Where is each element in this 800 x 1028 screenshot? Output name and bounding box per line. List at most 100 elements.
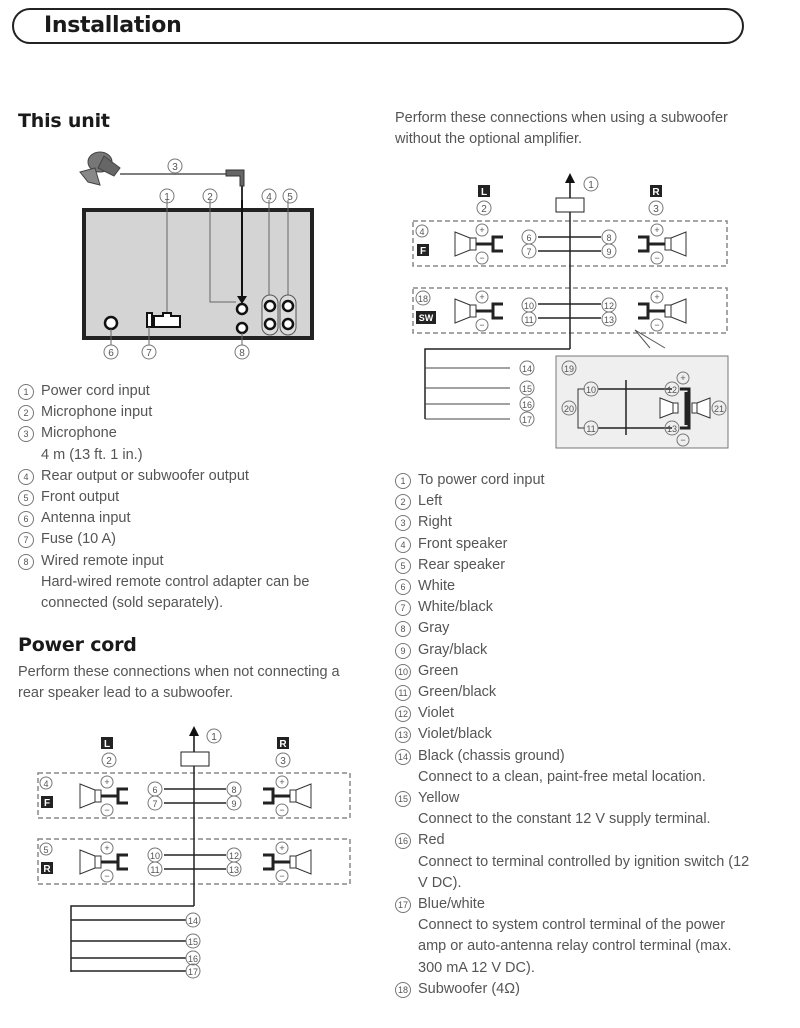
microphone-icon (79, 151, 121, 186)
svg-text:5: 5 (287, 192, 293, 203)
svg-text:6: 6 (526, 233, 531, 243)
svg-text:7: 7 (526, 247, 531, 257)
power-cord-wiring-diagram: L R 2 3 1 4 F 5 R +−+− +−+− 6 (37, 726, 351, 979)
svg-text:17: 17 (522, 415, 532, 425)
svg-text:2: 2 (106, 756, 112, 767)
svg-text:21: 21 (714, 404, 724, 414)
svg-text:8: 8 (231, 785, 236, 795)
subwoofer-wiring-diagram: L R 2 3 1 4 F 18 SW 19 20 (412, 173, 729, 449)
svg-text:8: 8 (606, 233, 611, 243)
svg-text:R: R (652, 187, 660, 198)
power-cord-heading: Power cord (18, 634, 137, 656)
svg-text:+: + (680, 373, 685, 383)
svg-text:−: − (104, 871, 109, 881)
svg-text:+: + (104, 843, 109, 853)
subwoofer-description: Perform these connections when using a s… (395, 110, 728, 147)
power-cord-description: Perform these connections when not conne… (18, 664, 340, 701)
svg-text:R: R (279, 739, 287, 750)
svg-text:+: + (479, 292, 484, 302)
svg-text:8: 8 (239, 348, 245, 359)
svg-text:11: 11 (150, 865, 159, 875)
svg-text:6: 6 (152, 785, 157, 795)
svg-text:1: 1 (588, 180, 594, 191)
svg-text:9: 9 (231, 799, 236, 809)
svg-text:SW: SW (419, 313, 434, 323)
svg-text:6: 6 (108, 348, 114, 359)
svg-text:15: 15 (188, 937, 198, 947)
svg-text:14: 14 (188, 916, 198, 926)
svg-text:1: 1 (164, 192, 170, 203)
svg-text:14: 14 (522, 364, 532, 374)
svg-text:3: 3 (172, 162, 178, 173)
svg-text:11: 11 (586, 424, 595, 434)
svg-text:−: − (654, 253, 659, 263)
head-unit-rear-diagram: 3 1 2 4 5 6 7 8 (79, 151, 314, 360)
svg-text:2: 2 (207, 192, 213, 203)
svg-text:17: 17 (188, 967, 198, 977)
svg-text:12: 12 (667, 385, 677, 395)
svg-text:13: 13 (229, 865, 239, 875)
svg-text:R: R (43, 864, 51, 875)
svg-text:12: 12 (604, 301, 614, 311)
svg-text:+: + (279, 843, 284, 853)
svg-text:−: − (479, 320, 484, 330)
svg-text:7: 7 (152, 799, 157, 809)
svg-text:19: 19 (564, 364, 574, 374)
svg-text:4: 4 (266, 192, 272, 203)
svg-text:7: 7 (146, 348, 152, 359)
svg-text:10: 10 (524, 301, 534, 311)
svg-text:−: − (479, 253, 484, 263)
svg-text:20: 20 (564, 404, 574, 414)
svg-text:1: 1 (211, 732, 217, 743)
svg-text:3: 3 (653, 204, 659, 215)
svg-text:+: + (654, 225, 659, 235)
svg-text:4: 4 (419, 227, 424, 237)
svg-text:+: + (279, 777, 284, 787)
svg-text:−: − (654, 320, 659, 330)
svg-text:−: − (279, 871, 284, 881)
svg-text:F: F (44, 798, 50, 809)
svg-text:13: 13 (667, 424, 677, 434)
svg-text:+: + (654, 292, 659, 302)
svg-text:16: 16 (188, 954, 198, 964)
svg-text:15: 15 (522, 384, 532, 394)
svg-text:4: 4 (43, 779, 48, 789)
svg-text:9: 9 (606, 247, 611, 257)
svg-text:11: 11 (524, 315, 533, 325)
this-unit-heading: This unit (18, 110, 110, 132)
svg-text:+: + (104, 777, 109, 787)
svg-text:16: 16 (522, 400, 532, 410)
svg-text:2: 2 (481, 204, 487, 215)
svg-text:10: 10 (150, 851, 160, 861)
svg-text:13: 13 (604, 315, 614, 325)
svg-text:3: 3 (280, 756, 286, 767)
page-title-bar: Installation (12, 8, 744, 44)
svg-text:18: 18 (418, 294, 428, 304)
svg-text:−: − (104, 805, 109, 815)
svg-text:L: L (104, 739, 110, 750)
svg-text:12: 12 (229, 851, 239, 861)
